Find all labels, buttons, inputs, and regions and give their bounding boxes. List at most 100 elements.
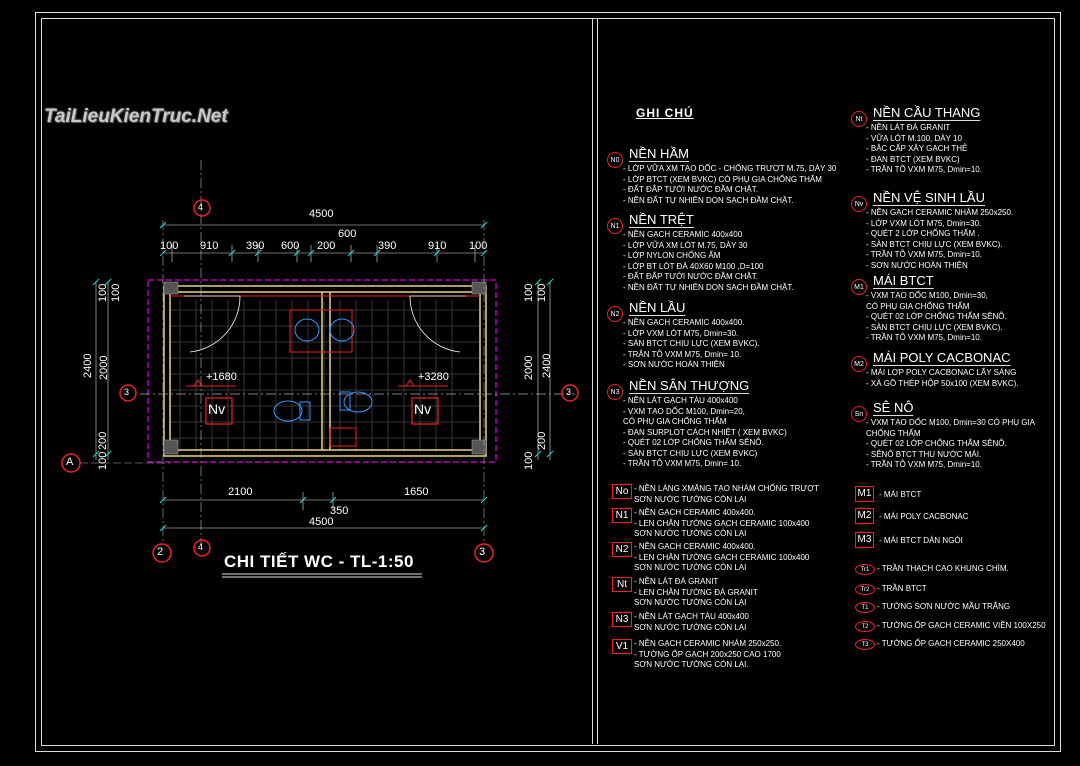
legend-line: - NỀN LÁNG XMĂNG TẠO NHÁM CHỐNG TRƯỢT [634, 484, 819, 493]
section-title: MÁI BTCT [873, 273, 934, 288]
section-title: NỀN CẦU THANG [873, 105, 981, 120]
legend-line: - TRẦN THẠCH CAO KHUNG CHÌM. [877, 564, 1009, 573]
level-label: +3280 [418, 371, 449, 383]
section-line: - VXM TẠO DỐC M100, Dmin=20, [623, 406, 745, 416]
section-line: - NỀN ĐẤT TỰ NHIÊN DỌN SẠCH ĐẦM CHẶT. [623, 195, 794, 205]
section-line: - ĐẤT ĐẮP TƯỚI NƯỚC ĐẦM CHẶT. [623, 185, 758, 194]
dim-top-seg: 600 [281, 240, 300, 252]
room-tag: Nv [414, 401, 432, 417]
grid-label-3-right: 3 [566, 387, 572, 397]
dim-left-bot2: 200 [97, 431, 109, 450]
outer-frame [35, 12, 1061, 752]
section-line: - LỚP VXM LÓT M75, Dmin=30. [866, 218, 982, 228]
dim-bottom-b: 350 [330, 505, 349, 517]
section-title: NỀN SÂN THƯỢNG [629, 378, 750, 393]
legend-code-box: Nt [612, 577, 632, 592]
legend-line: - LEN CHÂN TƯỜNG ĐÁ GRANIT [634, 587, 758, 597]
drawing-title: CHI TIẾT WC - TL-1:50 [224, 552, 414, 571]
section-line: - NỀN GẠCH CERAMIC NHÁM 250x250. [866, 208, 1014, 217]
legend-code-box: N3 [612, 612, 632, 627]
section-line: - QUÉT 02 LỚP CHỐNG THẤM SÊNÔ. [623, 438, 764, 447]
legend-code-oval: Tr1 [855, 564, 875, 575]
section-line: - MÁI LỢP POLY CACBONAC LẤY SÁNG [866, 368, 1017, 377]
section-line: - LỚP NYLON CHỐNG ẨM [623, 251, 721, 260]
section-line: - TRẦN TÔ VXM M75, Dmin=10. [866, 460, 982, 469]
doors [184, 295, 466, 353]
section-title: NỀN HẦM [629, 146, 689, 161]
section-line: - LỚP VỮA XM TẠO DỐC - CHỐNG TRƯỢT M.75,… [623, 164, 837, 173]
section-code-marker: Nt [851, 111, 867, 127]
section-line: - NỀN GẠCH CERAMIC 400x400. [623, 318, 745, 327]
notes-header: GHI CHÚ [636, 106, 694, 120]
legend-line: - NỀN GẠCH CERAMIC 400x400. [634, 508, 756, 517]
dim-top-seg: 910 [428, 240, 447, 252]
walls [163, 285, 487, 457]
section-line: - VỮA LÓT M.100, DÀY 10 [866, 133, 962, 143]
section-line: - TRẦN TÔ VXM M75, Dmin= 10. [623, 459, 742, 468]
section-line: - SÀN BTCT CHỊU LỰC (XEM BVKC) [623, 448, 758, 458]
section-code-marker: Sn [851, 406, 867, 422]
legend-line: SƠN NƯỚC TƯỜNG CÒN LẠI [634, 529, 747, 538]
dim-left-top: 100 [97, 283, 109, 302]
section-line: - VXM TẠO DỐC M100, Dmin=30, [866, 291, 988, 300]
section-line: CÓ PHỤ GIA CHỐNG THẤM [623, 417, 727, 426]
legend-line: - TƯỜNG ỐP GẠCH CERAMIC VIỀN 100X250 [877, 621, 1046, 630]
level-marks [186, 379, 448, 387]
title-underline [222, 573, 422, 578]
section-line: - QUÉT 02 LỚP CHỐNG THẤM SÊNÔ. [866, 439, 1007, 448]
dim-right-bot: 100 [523, 451, 535, 470]
section-line: - NỀN LÁT ĐÁ GRANIT [866, 123, 951, 132]
dim-right-top: 100 [523, 283, 535, 302]
dim-bottom-total: 4500 [309, 516, 334, 528]
dim-right-total: 2400 [541, 353, 553, 378]
legend-line: - LEN CHÂN TƯỜNG GẠCH CERAMIC 100x400 [634, 518, 810, 528]
section-line: - NỀN ĐẤT TỰ NHIÊN DỌN SẠCH ĐẦM CHẶT. [623, 282, 794, 292]
section-title: NỀN LẦU [629, 300, 686, 315]
section-title: SÊ NÔ [873, 400, 914, 415]
legend-line: SƠN NƯỚC TƯỜNG CÒN LẠI [634, 622, 747, 632]
columns [163, 281, 487, 455]
panel-divider [592, 18, 598, 744]
dim-top-seg: 910 [200, 240, 219, 252]
legend-line: - MÁI BTCT [879, 490, 922, 499]
section-line: - NỀN LÁT GẠCH TÀU 400x400 [623, 396, 738, 405]
dim-top-seg: 200 [317, 240, 336, 252]
section-line: CHỐNG THẤM [866, 428, 921, 438]
legend-line: SƠN NƯỚC TƯỜNG CÒN LẠI [634, 563, 747, 572]
legend-code-box: M1 [855, 486, 874, 502]
grid-label-A: A [66, 456, 74, 468]
section-line: - XÀ GỒ THÉP HỘP 50x100 (XEM BVKC). [866, 378, 1019, 388]
section-line: - ĐAN BTCT (XEM BVKC) [866, 154, 960, 164]
section-line: - SÊNÔ BTCT THU NƯỚC MÁI. [866, 449, 982, 459]
legend-code-box: N2 [612, 542, 632, 557]
room-tag: Nv [208, 401, 226, 417]
section-title: NỀN VỆ SINH LẦU [873, 190, 985, 205]
grid-label-4-bottom: 4 [198, 542, 204, 552]
legend-code-oval: Tr2 [855, 584, 875, 595]
dim-top-seg: 390 [378, 240, 397, 252]
section-code-marker: M2 [851, 356, 867, 372]
legend-line: - NỀN GẠCH CERAMIC NHÁM 250x250. [634, 639, 782, 648]
legend-code-oval: T2 [855, 621, 875, 632]
legend-code-oval: T1 [855, 602, 875, 613]
dim-bottom-a: 2100 [228, 486, 253, 498]
level-label: +1680 [206, 371, 237, 383]
section-line: - LỚP BT LÓT ĐÁ 40X60 M100 ,D=100 [623, 261, 764, 271]
section-title: NỀN TRỆT [629, 212, 694, 227]
section-line: - TRÂN TÔ VXM M75, Dmin= 10. [623, 349, 742, 359]
legend-line: - NỀN LÁT ĐÁ GRANIT [634, 577, 719, 586]
section-line: - SÀN BTCT CHỊU LỰC (XEM BVKC). [866, 239, 1003, 249]
section-line: - ĐAN SURPLOT CÁCH NHIỆT ( XEM BVKC) [623, 427, 787, 437]
watermark-logo: TaiLieuKienTruc.Net [44, 106, 228, 127]
section-line: - SÀN BTCT CHỊU LỰC (XEM BVKC). [623, 339, 760, 348]
dim-ticks [92, 221, 554, 532]
legend-code-box: M2 [855, 508, 874, 524]
legend-code-oval: T3 [855, 639, 875, 650]
section-line: - QUÉT 2 LỚP CHỐNG THẤM . [866, 229, 980, 238]
section-code-marker: N2 [607, 306, 623, 322]
toilets [273, 391, 373, 422]
legend-line: - LEN CHÂN TƯỜNG GẠCH CERAMIC 100x400 [634, 552, 810, 562]
section-code-marker: Nv [851, 196, 867, 212]
section-line: - BẬC CẤP XÂY GẠCH THẺ [866, 144, 968, 153]
legend-line: SƠN NƯỚC TƯỜNG CÒN LẠI. [634, 660, 749, 669]
